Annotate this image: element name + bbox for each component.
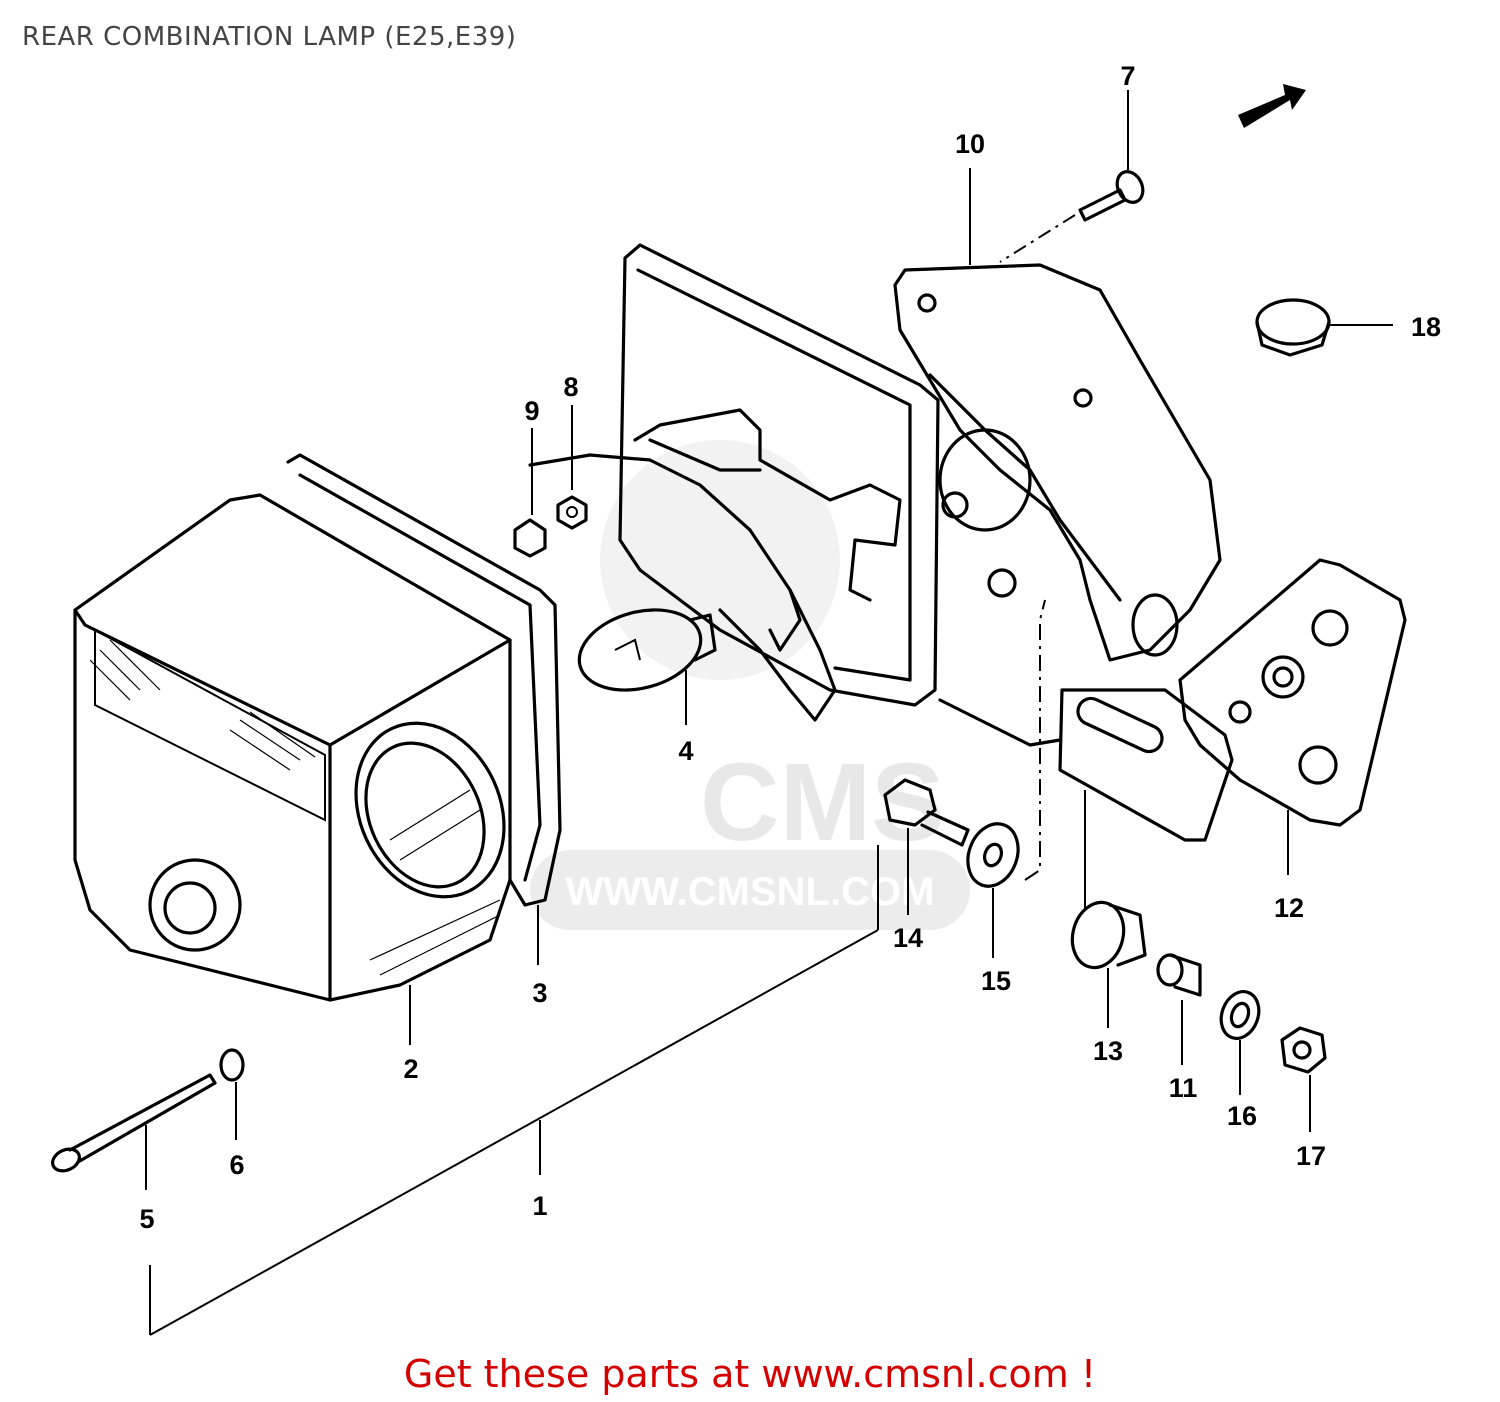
watermark-brand: CMS [700,741,944,864]
part-label-17: 17 [1296,1141,1326,1171]
part-15-washer [966,599,1046,958]
part-label-7: 7 [1120,61,1135,91]
leader-lines [149,168,1289,1336]
page-title: REAR COMBINATION LAMP (E25,E39) [22,22,517,52]
part-10-base [618,243,940,707]
part-13-strap [1058,688,1234,842]
part-label-11: 11 [1169,1073,1198,1103]
part-label-15: 15 [981,966,1011,996]
part-3-gasket [286,453,562,907]
reflector [528,453,837,722]
part-9-nut [513,428,547,558]
part-12-plate [1178,558,1407,827]
part-label-3: 3 [532,978,547,1008]
part-label-6: 6 [229,1150,244,1180]
part-label-14: 14 [893,923,923,953]
part-17-nut [1280,1026,1327,1132]
part-label-1: 1 [532,1191,547,1221]
part-8-nut [556,405,588,530]
cms-watermark: CMS WWW.CMSNL.COM [530,440,970,930]
footer-cta[interactable]: Get these parts at www.cmsnl.com ! [0,1352,1500,1396]
part-label-16: 16 [1227,1101,1257,1131]
part-14-bolt [883,778,970,915]
part-4-bulb [577,608,717,720]
part-5-screw [51,1073,217,1190]
part-number-labels: 1 2 3 4 5 6 7 8 9 10 11 12 13 14 15 16 1… [139,61,1441,1234]
direction-arrow-icon [1238,84,1306,128]
part-label-4: 4 [678,736,693,766]
cta-link[interactable]: Get these parts at www.cmsnl.com ! [403,1352,1097,1396]
watermark-url: WWW.CMSNL.COM [566,870,935,914]
part-13-grommet [1070,790,1147,1028]
part-label-13: 13 [1093,1036,1123,1066]
part-label-18: 18 [1411,312,1441,342]
part-label-8: 8 [563,372,578,402]
part-label-2: 2 [403,1054,418,1084]
part-label-9: 9 [524,396,539,426]
part-16-washer [1219,990,1261,1095]
part-label-10: 10 [955,129,985,159]
part-18-grommet [1255,298,1393,357]
part-label-5: 5 [139,1204,154,1234]
part-2-lens [73,493,512,1002]
part-11-collar [1156,953,1202,1065]
part-10-bracket [893,263,1222,747]
part-label-12: 12 [1274,893,1304,923]
part-7-screw [999,90,1145,263]
part-6-washer [219,1048,245,1140]
